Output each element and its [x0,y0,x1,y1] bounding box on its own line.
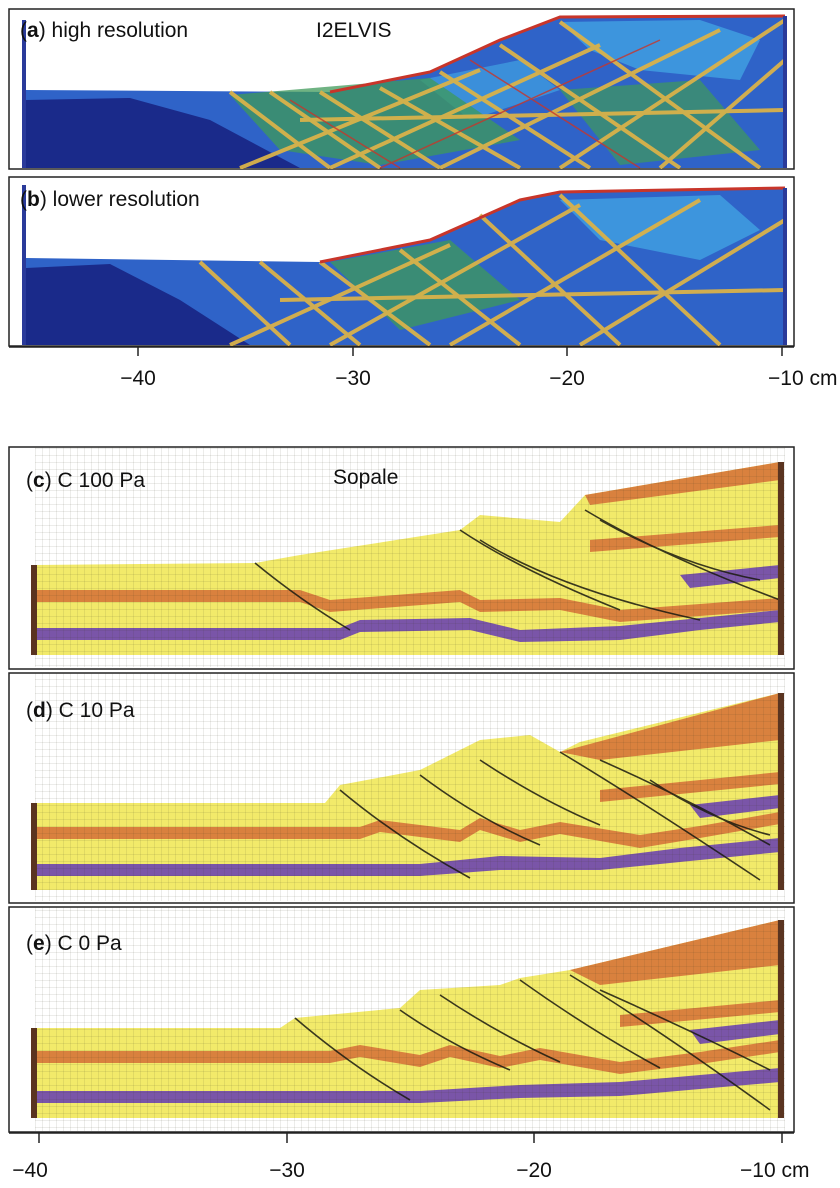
axis-bottom-tick-label: −40 [12,1159,48,1182]
panel-c: (c) C 100 Pa Sopale [8,446,795,670]
panel-d: (d) C 10 Pa [8,672,795,904]
axis-bottom-tick-label: −30 [269,1159,305,1182]
axis-top-tick-label: −40 [120,367,156,390]
bottom-group: (c) C 100 Pa Sopale [8,446,809,1182]
axis-bottom-tick-label: −20 [516,1159,552,1182]
panel-b: (b) lower resolution [8,176,795,347]
panel-e-model [31,907,785,1131]
axis-top-tick-label: −20 [549,367,585,390]
axis-bottom: −40 −30 −20 −10 cm [9,1132,809,1182]
axis-bottom-tick-label: −10 cm [740,1159,809,1182]
axis-top-tick-label: −10 cm [768,367,837,390]
panel-d-label: (d) C 10 Pa [26,699,135,722]
axis-top: −40 −30 −20 −10 cm [9,346,837,390]
panel-a-label: (a) high resolution [20,19,188,42]
panel-a-model [22,14,787,169]
panel-d-model [31,673,785,901]
model-name-i2elvis: I2ELVIS [316,19,392,42]
axis-top-tick-label: −30 [335,367,371,390]
model-name-sopale: Sopale [333,466,398,489]
panel-a: (a) high resolution I2ELVIS [8,8,795,170]
panel-b-model [22,185,787,346]
top-group: (a) high resolution I2ELVIS [8,8,837,390]
panel-c-model [31,447,785,667]
panel-e: (e) C 0 Pa [8,906,795,1133]
panel-e-label: (e) C 0 Pa [26,932,122,955]
panel-c-label: (c) C 100 Pa [26,469,145,492]
panel-b-label: (b) lower resolution [20,188,200,211]
